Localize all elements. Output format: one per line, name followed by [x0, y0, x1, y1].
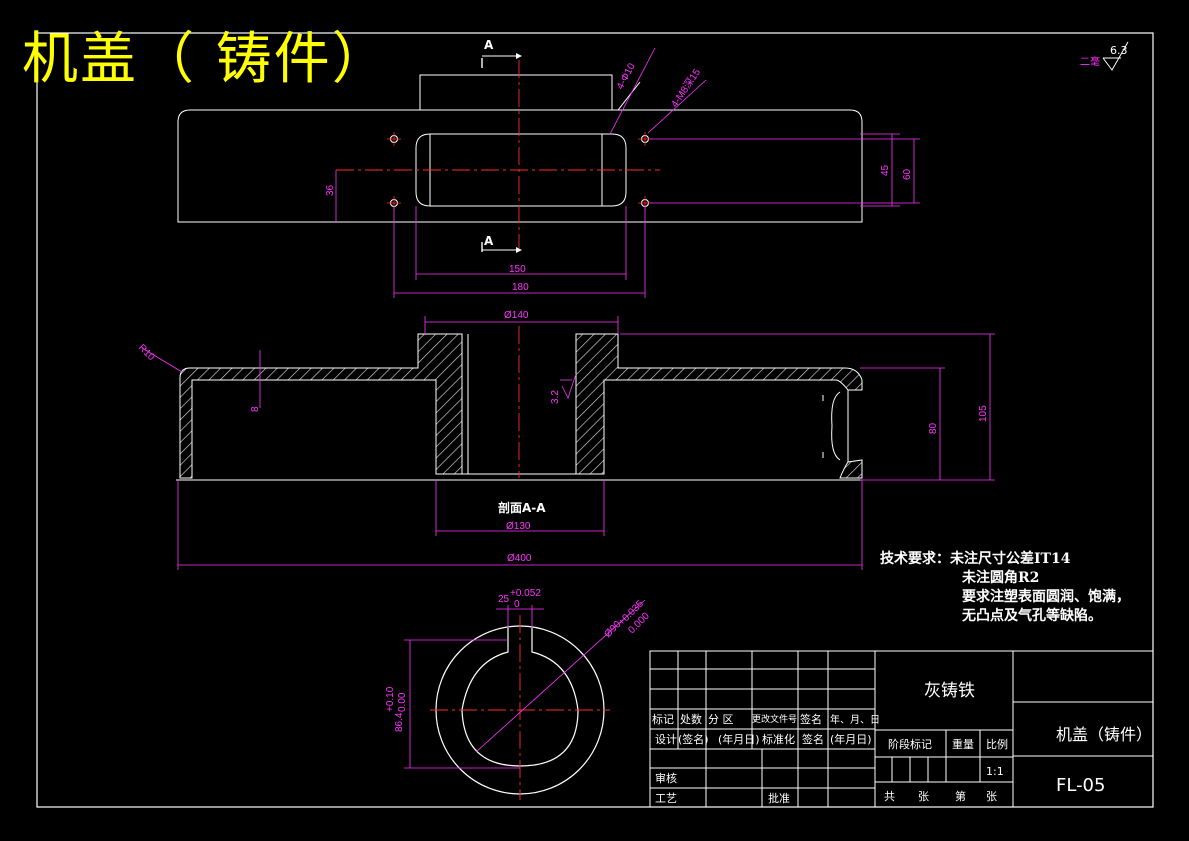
svg-text:比例: 比例 [986, 737, 1008, 751]
svg-text:第: 第 [955, 789, 966, 803]
svg-text:重量: 重量 [952, 737, 974, 751]
roughness-symbol: 二毫 6.3 [1080, 41, 1129, 71]
svg-text:0: 0 [514, 599, 520, 610]
svg-text:阶段标记: 阶段标记 [888, 737, 932, 751]
svg-text:3.2: 3.2 [550, 390, 561, 404]
bolt-holes [390, 135, 649, 207]
tech-line: 要求注塑表面圆润、饱满， [962, 589, 1130, 605]
svg-text:张: 张 [918, 790, 929, 803]
svg-text:A: A [484, 234, 494, 248]
svg-text:105: 105 [978, 405, 989, 422]
drawing-number: FL-05 [1056, 775, 1105, 796]
svg-text:工艺: 工艺 [655, 792, 677, 805]
svg-text:签名: 签名 [802, 732, 824, 746]
section-arrow-top: A [481, 38, 522, 68]
svg-text:0.00: 0.00 [397, 692, 408, 712]
part-name: 机盖（铸件） [1056, 725, 1152, 744]
svg-text:+0.10: +0.10 [385, 686, 396, 712]
svg-text:R10: R10 [136, 342, 157, 363]
svg-text:+0.052: +0.052 [510, 588, 541, 599]
section-label: 剖面A-A [498, 500, 546, 515]
section-view: Ø140 R10 8 3.2 80 105 Ø130 Ø400 剖面A-A [136, 310, 995, 570]
svg-text:Ø130: Ø130 [506, 521, 531, 532]
drawing-title: 机盖（ 铸件） [22, 27, 390, 92]
svg-text:分 区: 分 区 [708, 713, 734, 726]
svg-text:180: 180 [512, 282, 529, 293]
svg-text:共: 共 [884, 790, 895, 803]
tech-line: 未注圆角R2 [962, 570, 1040, 586]
svg-text:Ø140: Ø140 [504, 310, 529, 321]
svg-text:Ø400: Ø400 [507, 553, 532, 564]
svg-text:60: 60 [902, 168, 913, 180]
svg-text:8: 8 [250, 406, 261, 412]
technical-requirements: 技术要求：未注尺寸公差IT14 未注圆角R2 要求注塑表面圆润、饱满， 无凸点及… [880, 550, 1130, 626]
tech-heading: 技术要求： [880, 551, 950, 567]
svg-text:签名: 签名 [800, 712, 822, 726]
title-block [649, 650, 1154, 808]
svg-text:二毫: 二毫 [1080, 55, 1100, 68]
svg-text:更改文件号: 更改文件号 [752, 713, 797, 725]
svg-text:4-M8深15: 4-M8深15 [669, 66, 704, 109]
svg-text:A: A [484, 38, 494, 52]
svg-text:张: 张 [986, 790, 997, 803]
section-arrow-bottom: A [481, 234, 522, 253]
svg-text:审核: 审核 [655, 771, 677, 785]
tech-line: 未注尺寸公差IT14 [950, 551, 1071, 567]
svg-text:标准化: 标准化 [762, 732, 795, 746]
svg-text:(年月日): (年月日) [830, 732, 872, 746]
svg-text:150: 150 [509, 264, 526, 275]
svg-text:年、月、日: 年、月、日 [830, 713, 880, 726]
drawing-border [36, 32, 1154, 808]
svg-text:25: 25 [498, 594, 510, 605]
material-label: 灰铸铁 [924, 681, 975, 701]
svg-text:6.3: 6.3 [1110, 44, 1128, 57]
svg-text:36: 36 [325, 184, 336, 196]
bore-view: 25 +0.052 0 Ø90 +0.035 0.000 86.4 +0.10 … [385, 588, 652, 800]
tech-line: 无凸点及气孔等缺陷。 [962, 608, 1102, 624]
svg-text:(年月日): (年月日) [718, 732, 760, 746]
svg-text:设计: 设计 [655, 733, 677, 746]
svg-text:80: 80 [928, 422, 939, 434]
svg-text:45: 45 [880, 164, 891, 176]
title-block-text: 标记 处数 分 区 更改文件号 签名 年、月、日 设计 (签名) (年月日) 标… [652, 681, 1152, 805]
svg-text:(签名): (签名) [678, 732, 709, 746]
svg-text:批准: 批准 [768, 791, 790, 805]
svg-text:处数: 处数 [680, 713, 702, 726]
svg-text:86.4: 86.4 [394, 712, 405, 732]
svg-text:1:1: 1:1 [986, 765, 1004, 778]
svg-text:标记: 标记 [652, 712, 674, 726]
